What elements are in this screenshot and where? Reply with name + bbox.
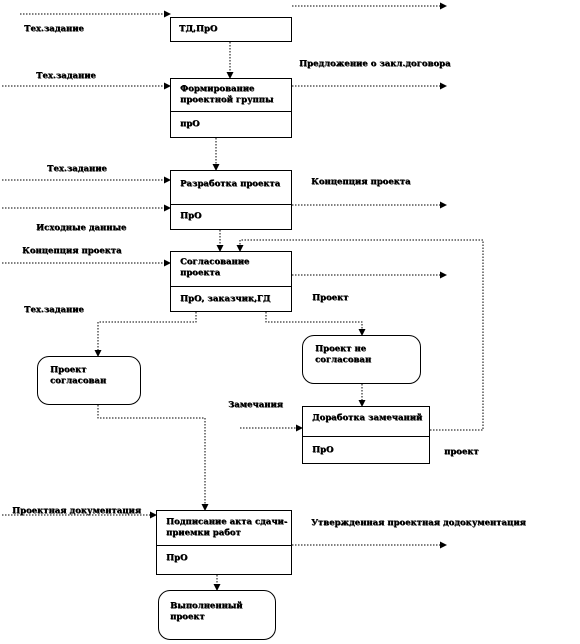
- state-project-not-approved: Проект не согласован: [302, 335, 421, 384]
- state-label: Проект согласован: [50, 365, 107, 386]
- process-box-formation: Формирование проектной группы прО: [170, 78, 292, 138]
- label-offer: Предложение о закл.договора: [299, 59, 451, 69]
- label-project-docs: Проектная документация: [12, 506, 141, 516]
- label-tz-2: Тех.задание: [36, 71, 96, 81]
- process-box-performer: ПрО, заказчик,ГД: [180, 294, 271, 304]
- process-box-title: Подписание акта сдачи-приемки работ: [166, 517, 288, 538]
- label-project: Проект: [312, 293, 349, 303]
- process-box-sign-act: Подписание акта сдачи-приемки работ ПрО: [156, 510, 292, 575]
- process-box-title: Согласование проекта: [180, 257, 250, 278]
- state-label: Выполненный проект: [170, 601, 243, 622]
- process-box-performer: ПрО: [166, 553, 188, 563]
- process-box-title: Разработка проекта: [180, 179, 281, 189]
- state-label: Проект не согласован: [315, 344, 372, 365]
- process-box-title: Формирование проектной группы: [180, 84, 274, 105]
- process-box-td-pro: ТД,ПрО: [170, 17, 292, 42]
- state-project-approved: Проект согласован: [37, 356, 141, 405]
- process-box-development: Разработка проекта ПрО: [170, 170, 292, 230]
- process-box-performer: ПрО: [180, 211, 202, 221]
- process-box-performer: ПрО: [312, 445, 334, 455]
- label-concept-in: Концепция проекта: [22, 246, 122, 256]
- process-box-approval: Согласование проекта ПрО, заказчик,ГД: [170, 251, 292, 312]
- label-tz-1: Тех.задание: [24, 24, 84, 34]
- process-box-title: Доработка замечаний: [312, 413, 423, 423]
- label-remarks: Замечания: [228, 400, 283, 410]
- label-tz-3: Тех.задание: [47, 164, 107, 174]
- label-tz-4: Тех.задание: [24, 305, 84, 315]
- process-box-performer: прО: [180, 119, 200, 129]
- state-completed-project: Выполненный проект: [158, 590, 276, 640]
- label-project-lower: проект: [444, 447, 479, 457]
- process-box-title: ТД,ПрО: [179, 24, 218, 34]
- label-source-data: Исходные данные: [36, 223, 127, 233]
- label-concept-out: Концепция проекта: [311, 177, 411, 187]
- process-box-fix-remarks: Доработка замечаний ПрО: [302, 406, 430, 464]
- label-approved-docs: Утвержденная проектная додокументация: [311, 518, 526, 528]
